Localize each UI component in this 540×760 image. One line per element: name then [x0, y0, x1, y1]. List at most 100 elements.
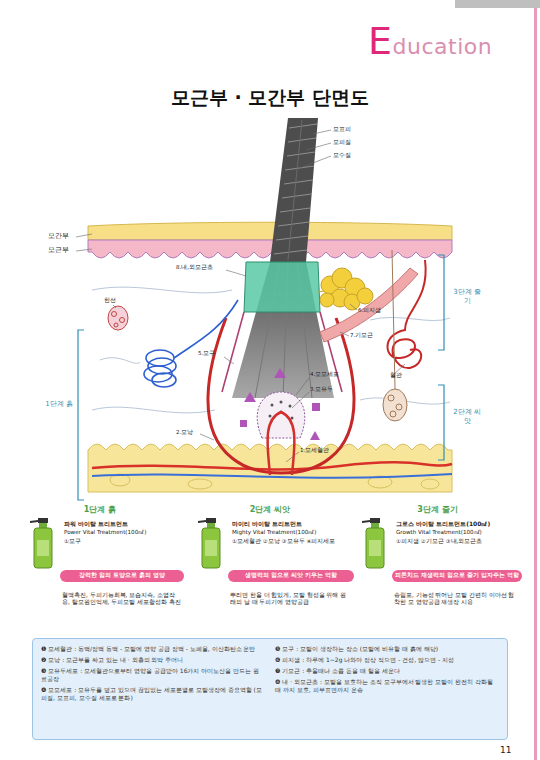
hair-shaft — [270, 118, 318, 262]
dermis-fibers — [370, 317, 450, 320]
note-text: ❷ 모낭 : 모근부를 싸고 있는 내 · 외층의 외막 주머니 — [41, 656, 265, 664]
blood-vessels — [92, 462, 452, 469]
note-text: ❸ 모유두세포 : 모세혈관으로부터 영양을 공급받아 16가지 아미노산을 만… — [41, 667, 265, 683]
hair-shaft — [274, 120, 317, 260]
dermis-fibers — [92, 287, 232, 293]
dermal-papilla — [269, 415, 272, 418]
leader-line — [113, 305, 116, 308]
part-label: 6.피지샘 — [358, 307, 381, 314]
part-label: 7.기모근 — [350, 332, 373, 339]
blood-vessels — [92, 462, 452, 477]
hair-shaft — [276, 236, 308, 240]
part-label: 3.모유두 — [310, 386, 333, 393]
hair-shaft — [282, 194, 311, 198]
product-bottle — [30, 520, 38, 523]
product-bottle — [206, 518, 216, 523]
page-title: 모근부 · 모간부 단면도 — [0, 86, 540, 110]
product-bottle — [34, 528, 52, 568]
part-label: 8.내,외모근초 — [176, 264, 213, 271]
part-label: 모피질 — [333, 138, 351, 146]
root-sheath-cuff — [244, 262, 320, 312]
note-text: ❼ 기모근 : 추울때나 소름 돋을 때 털을 세운다 — [275, 667, 499, 675]
leader-line — [286, 452, 299, 462]
product-body: 혈액촉진, 두피기능회복, 보습지속, 소염작용, 탈모원인억제, 두피모발 세… — [62, 592, 182, 606]
region-label: 모간부 — [48, 232, 69, 240]
product-bottle — [366, 528, 384, 568]
leader-line — [306, 143, 331, 150]
hair-shaft — [274, 250, 307, 254]
hair-shaft — [285, 166, 314, 170]
page-frame — [455, 0, 540, 8]
product-name: 파워 바이탈 트리트먼트 — [64, 520, 182, 528]
sweat-gland — [114, 323, 118, 327]
product-bottle — [38, 518, 48, 523]
hair-shaft — [289, 124, 317, 128]
product-name: 그로스 바이탈 트리트먼트(100㎖) — [396, 520, 520, 528]
papilla-capillary — [268, 412, 295, 475]
banner-text: 피톤치드 재생력의 힘으로 줄기 입자주는 역할 — [395, 572, 519, 579]
product-name-en: Growth Vital Treatment(100㎖) — [396, 529, 520, 536]
small-gland — [396, 404, 402, 410]
sweat-gland-coil — [152, 373, 176, 387]
matrix-cell-symbols — [240, 420, 247, 427]
product-target: ①모구 — [64, 538, 182, 545]
role-banner: 피톤치드 재생력의 힘으로 줄기 입자주는 역할 — [392, 570, 522, 582]
epidermis-layer — [88, 240, 452, 258]
blood-vessels — [92, 474, 452, 478]
note-text: ❺ 모구 : 모발이 생장하는 장소 (모발에 비유할 때 흙에 해당) — [275, 645, 499, 653]
leader-line — [226, 270, 246, 276]
product-heading: 2단계 씨앗 — [190, 505, 350, 515]
small-gland — [383, 389, 407, 421]
skin-surface — [88, 222, 452, 240]
leader-line — [296, 378, 309, 395]
sweat-gland-coil — [174, 300, 238, 358]
part-label: 혈관 — [390, 372, 402, 379]
sweat-gland — [108, 306, 128, 330]
product-bottle — [198, 520, 206, 523]
hair-shaft — [288, 120, 302, 260]
hair-bulb — [208, 318, 354, 473]
matrix-cell-symbols — [310, 431, 320, 440]
product-bottle — [37, 540, 49, 556]
product-bottle — [207, 523, 215, 528]
leader-line — [292, 392, 309, 408]
product-bottle — [202, 528, 220, 568]
hair-shaft — [288, 138, 316, 142]
product-bottle — [39, 523, 47, 528]
stage-bracket — [438, 385, 444, 460]
hair-shaft — [270, 118, 318, 262]
small-gland — [388, 395, 394, 401]
note-text: ❽ 내 · 외모근초 : 모발을 보호하는 조직 모구부에서 발생한 모발이 완… — [275, 678, 499, 694]
small-gland — [390, 411, 396, 417]
product-bottle — [362, 520, 370, 523]
leader-line — [313, 130, 331, 134]
skin-surface — [88, 222, 452, 240]
note-text: ❹ 모모세포 : 모유두를 덮고 있으며 끊임없는 세포분열로 모발생장에 중요… — [41, 686, 265, 702]
dermal-papilla — [257, 392, 305, 438]
sweat-gland — [112, 312, 117, 317]
sweat-gland — [120, 318, 125, 323]
sweat-gland-coil — [144, 300, 238, 387]
dermal-papilla — [257, 392, 305, 438]
product-bottle — [371, 523, 379, 528]
dermal-papilla — [280, 401, 283, 404]
product-target: ①모세혈관 ②모낭 ③모유두 ④피지세포 — [232, 538, 352, 545]
matrix-cell-symbols — [244, 392, 256, 402]
root-sheath-lines — [222, 312, 342, 392]
root-sheath-cuff — [244, 262, 320, 312]
dermal-papilla — [289, 405, 292, 408]
product-target: ①피지샘 ②기모근 ③내,외모근초 — [396, 538, 520, 545]
stage-bracket — [78, 330, 84, 500]
product-heading: 3단계 줄기 — [355, 505, 520, 515]
sebaceous-gland — [320, 293, 334, 307]
product-name-en: Power Vital Treatment(100㎖) — [64, 529, 182, 536]
hair-shaft — [287, 152, 315, 156]
hair-shaft — [284, 180, 313, 184]
product-body: 뿌리면 한올 더 힘있게, 모발 형성을 위해 원래의 날 때 두피기에 영양공… — [230, 592, 352, 606]
hair-root — [232, 262, 334, 398]
fat-layer — [188, 479, 212, 489]
product-bottle — [369, 540, 381, 556]
hair-root — [232, 262, 334, 398]
notes-box: ❶ 모세혈관 : 동맥/정맥 동맥 - 모발에 영양 공급 정맥 - 노폐물, … — [32, 638, 508, 740]
note-column: ❶ 모세혈관 : 동맥/정맥 동맥 - 모발에 영양 공급 정맥 - 노폐물, … — [41, 645, 265, 733]
